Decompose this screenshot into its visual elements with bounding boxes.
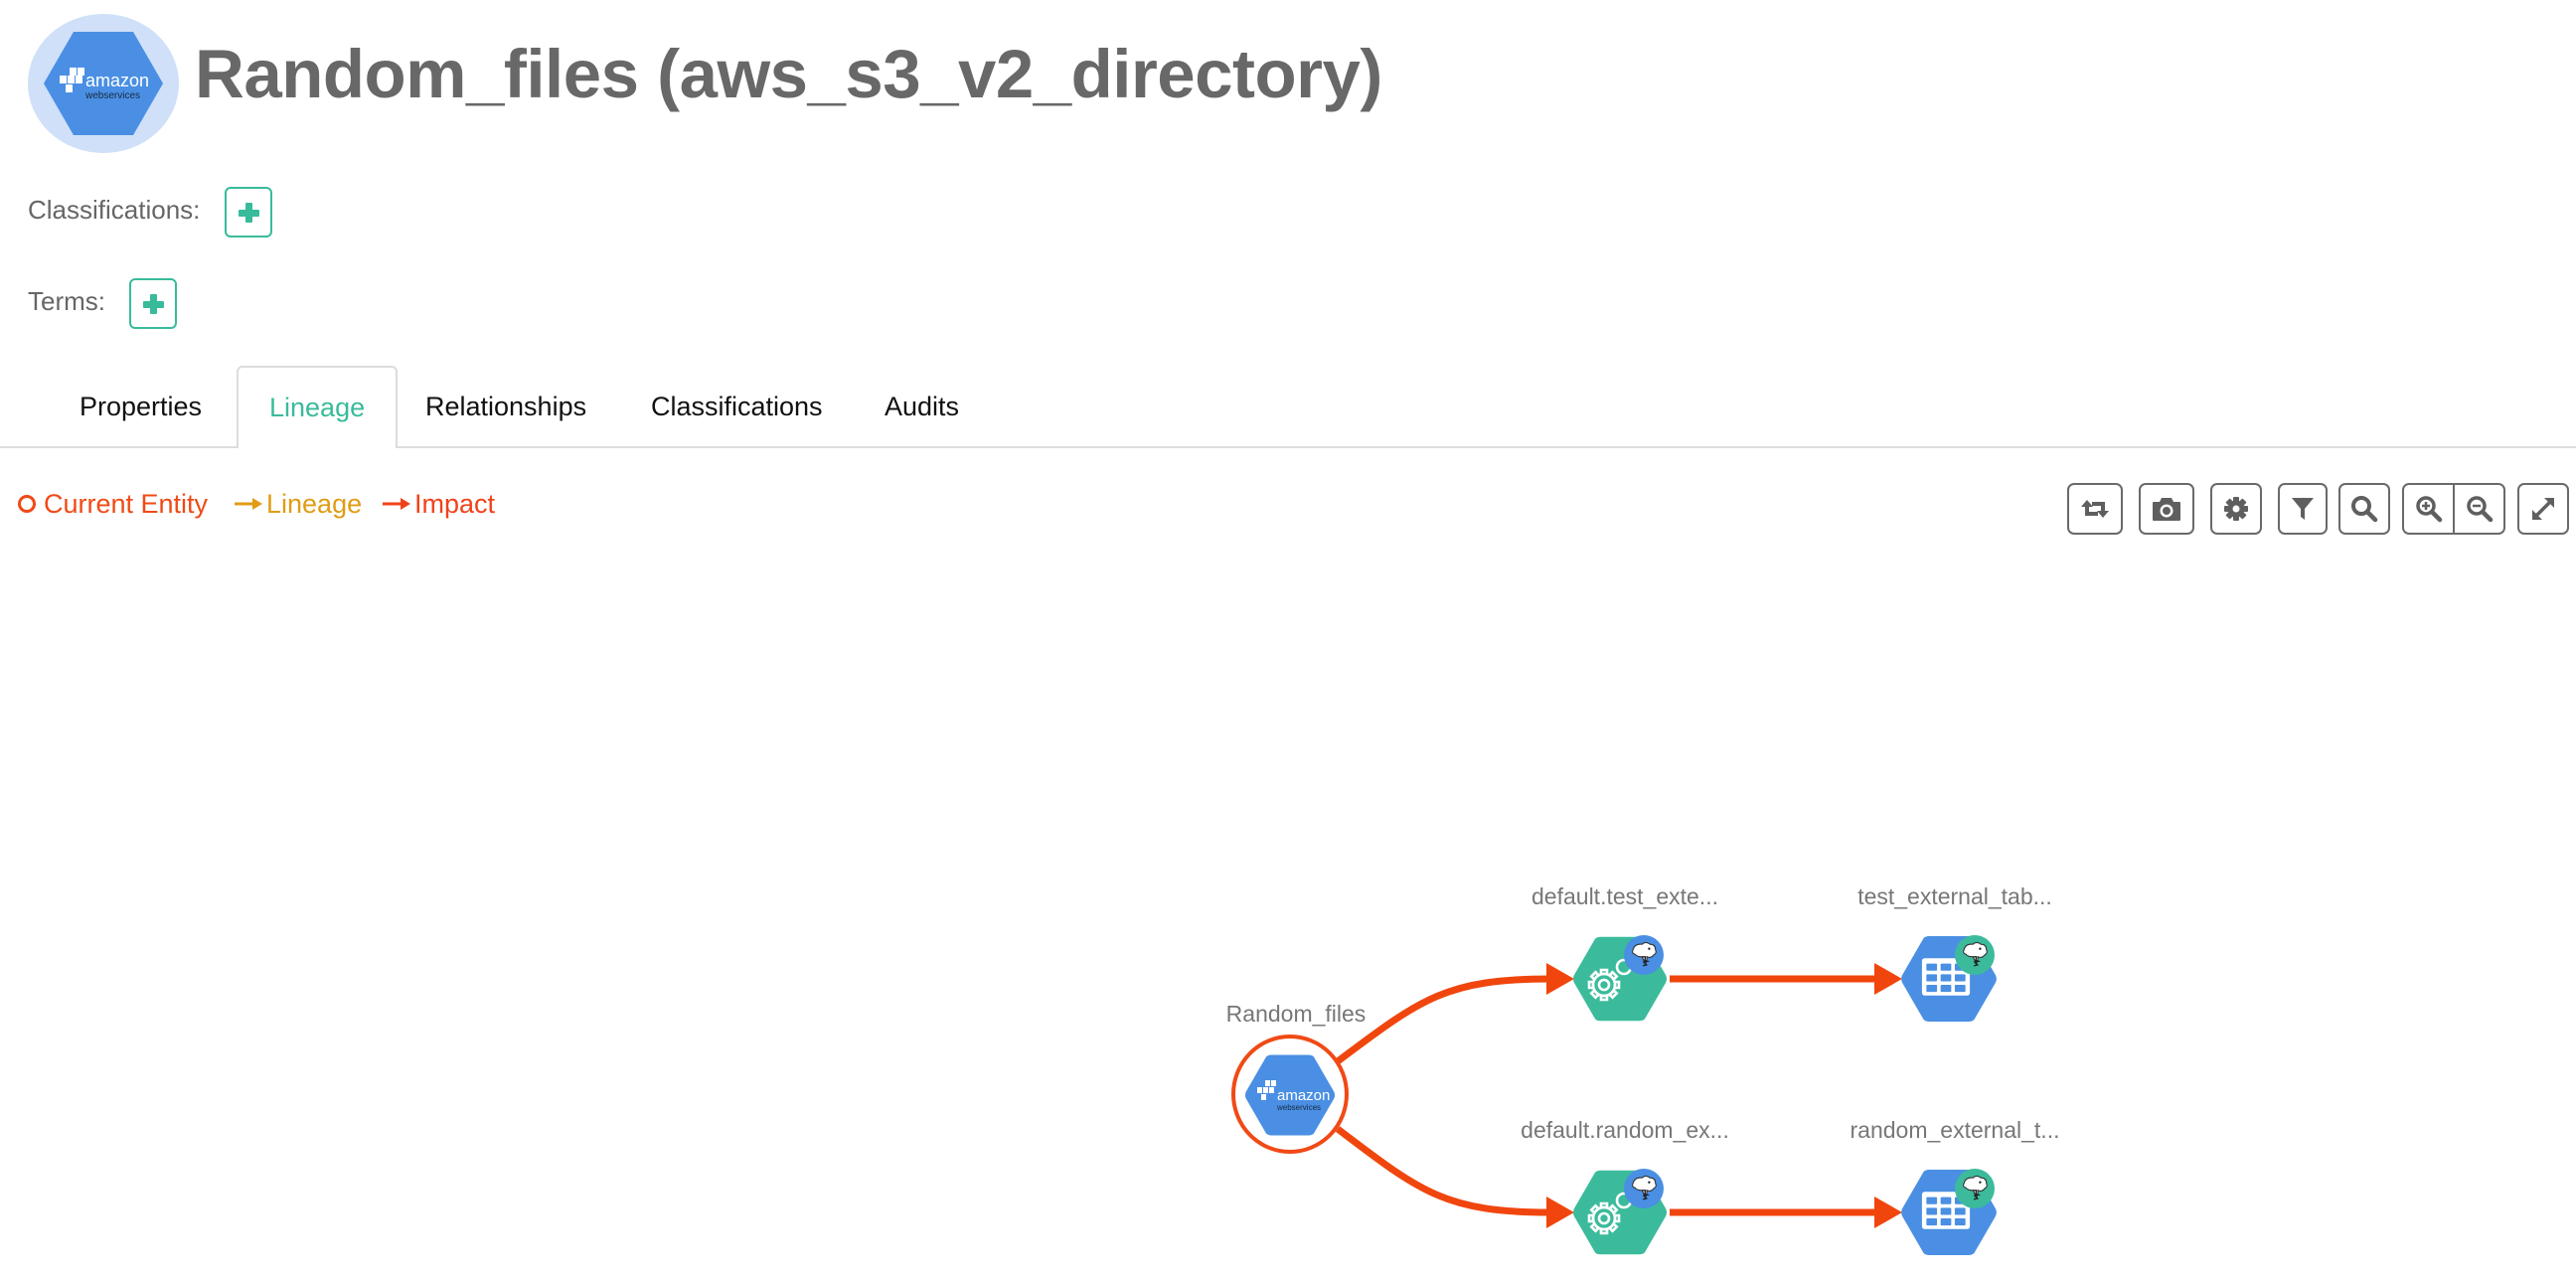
arrow-right-icon xyxy=(383,498,410,510)
legend-current-entity-label: Current Entity xyxy=(44,489,209,519)
export-png-button[interactable] xyxy=(2139,483,2194,535)
node-process-1[interactable]: default.test_exte... xyxy=(1531,883,1718,1022)
node-table-1[interactable]: test_external_tab... xyxy=(1857,883,2052,1022)
legend-lineage-label: Lineage xyxy=(266,489,363,519)
aws-logo-icon: amazon webservices xyxy=(44,32,163,135)
search-icon xyxy=(2351,496,2378,523)
edge-current-to-p1[interactable] xyxy=(1335,975,1551,1064)
arrow-head xyxy=(1874,963,1902,995)
zoom-out-icon xyxy=(2466,496,2493,523)
legend-current-entity: Current Entity xyxy=(18,487,208,521)
node-process-2[interactable]: default.random_ex... xyxy=(1521,1117,1729,1255)
svg-text:amazon: amazon xyxy=(85,71,149,90)
legend-lineage: Lineage xyxy=(235,487,362,521)
add-term-button[interactable] xyxy=(129,278,177,329)
node-label: test_external_tab... xyxy=(1857,883,2052,909)
legend-impact-label: Impact xyxy=(414,489,496,519)
svg-text:webservices: webservices xyxy=(1276,1103,1321,1112)
arrow-head xyxy=(1546,963,1574,995)
fullscreen-icon xyxy=(2532,498,2554,520)
svg-text:amazon: amazon xyxy=(1277,1087,1330,1104)
filter-icon xyxy=(2292,498,2314,520)
zoom-in-button[interactable] xyxy=(2404,485,2453,533)
terms-label: Terms: xyxy=(28,286,105,316)
gear-icon xyxy=(2224,497,2248,521)
node-current-entity[interactable]: Random_files amazon webservices xyxy=(1226,1001,1367,1154)
page-title: Random_files (aws_s3_v2_directory) xyxy=(195,36,1382,112)
classifications-label: Classifications: xyxy=(28,195,201,225)
aws-logo-icon: amazon webservices xyxy=(1244,1054,1336,1136)
tab-audits[interactable]: Audits xyxy=(885,392,960,421)
node-label: Random_files xyxy=(1226,1001,1367,1027)
node-label: default.random_ex... xyxy=(1521,1117,1729,1143)
search-button[interactable] xyxy=(2338,483,2390,535)
arrow-right-icon xyxy=(235,498,262,510)
filter-button[interactable] xyxy=(2278,483,2328,535)
arrow-head xyxy=(1874,1197,1902,1228)
fullscreen-button[interactable] xyxy=(2517,483,2569,535)
tabs-divider xyxy=(0,446,2576,448)
legend-impact: Impact xyxy=(383,487,495,521)
tab-properties[interactable]: Properties xyxy=(80,392,203,421)
realign-icon xyxy=(2081,500,2109,518)
circle-icon xyxy=(18,495,36,513)
realign-button[interactable] xyxy=(2067,483,2123,535)
entity-logo: amazon webservices xyxy=(28,14,179,153)
tab-lineage[interactable]: Lineage xyxy=(237,366,399,448)
zoom-in-icon xyxy=(2415,496,2442,523)
node-label: random_external_t... xyxy=(1851,1117,2060,1143)
node-label: default.test_exte... xyxy=(1531,883,1718,909)
zoom-controls xyxy=(2402,483,2505,535)
settings-button[interactable] xyxy=(2210,483,2262,535)
tab-classifications[interactable]: Classifications xyxy=(651,392,823,421)
lineage-edges xyxy=(1335,963,1902,1228)
zoom-out-button[interactable] xyxy=(2453,485,2503,533)
tab-relationships[interactable]: Relationships xyxy=(425,392,587,421)
arrow-head xyxy=(1546,1197,1574,1228)
svg-text:webservices: webservices xyxy=(84,90,140,101)
node-table-2[interactable]: random_external_t... xyxy=(1851,1117,2060,1255)
camera-icon xyxy=(2153,498,2180,521)
add-classification-button[interactable] xyxy=(225,187,272,238)
edge-current-to-p2[interactable] xyxy=(1335,1126,1551,1216)
